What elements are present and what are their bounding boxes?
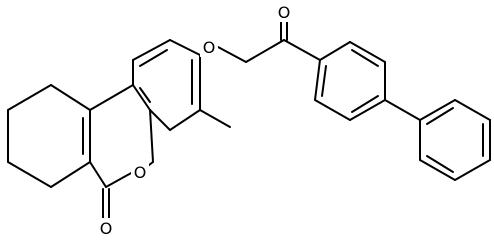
aromatic-inner: [139, 49, 168, 67]
cyclohexene-bond: [50, 84, 91, 111]
lactone-bond: [89, 84, 134, 111]
methyl-bond: [199, 109, 231, 128]
phenyl-bond: [319, 41, 351, 61]
lactone-bond: [89, 161, 107, 188]
lactone-bond: [149, 109, 154, 163]
phenyl-bond: [454, 159, 491, 181]
phenyl-inner: [321, 65, 327, 97]
phenyl-bond: [419, 99, 456, 121]
lactone-bond: [105, 171, 134, 188]
ether-bond: [245, 39, 285, 63]
biaryl-bond: [384, 99, 421, 121]
lactone-oxygen-mask: [97, 218, 115, 238]
ketone-oxygen-mask: [275, 2, 293, 22]
cyclohexene-bond: [7, 161, 52, 188]
phenyl-bond: [349, 41, 386, 63]
cyclohexene-bond: [7, 84, 52, 111]
phenyl-bond: [349, 99, 386, 121]
ring-oxygen-mask: [131, 162, 149, 182]
ether-oxygen-label: O: [203, 38, 216, 57]
ketone-bond: [283, 39, 321, 61]
aromatic-bond: [132, 84, 151, 111]
aromatic-inner: [139, 87, 151, 103]
phenyl-bond: [314, 59, 321, 101]
ketone-oxygen-label: O: [278, 3, 291, 22]
lactone-oxygen-label: O: [100, 219, 113, 238]
phenyl-bond: [419, 159, 456, 181]
phenyl-bond: [454, 99, 491, 121]
aromatic-bond: [149, 109, 171, 131]
aromatic-bond: [169, 39, 201, 56]
phenyl-inner: [426, 155, 454, 173]
aromatic-bond: [132, 39, 171, 61]
ether-bond: [217, 46, 247, 63]
ring-oxygen-label: O: [134, 163, 147, 182]
aromatic-bond: [169, 109, 201, 131]
phenyl-bond: [314, 99, 351, 121]
atom-labels: O O O O: [97, 2, 293, 238]
ether-oxygen-mask: [200, 37, 218, 57]
phenyl-inner: [351, 95, 379, 113]
phenyl-inner: [351, 49, 379, 67]
phenyl-inner: [426, 107, 454, 125]
bond-lines: [7, 19, 491, 219]
cyclohexene-bond: [50, 161, 91, 188]
